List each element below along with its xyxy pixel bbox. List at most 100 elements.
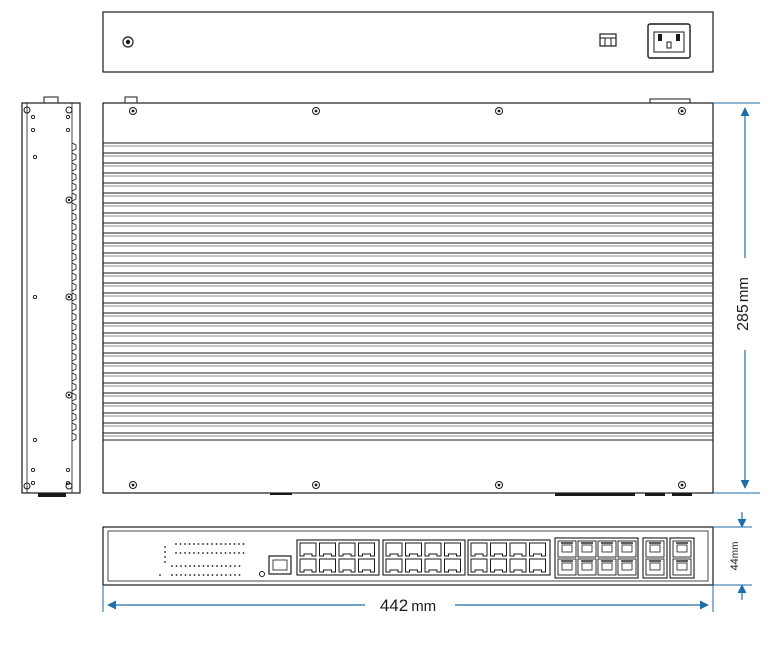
combo-sfp-port-inner [649, 544, 661, 553]
screw-icon [129, 107, 137, 115]
sfp-port-inner [621, 562, 633, 571]
status-led [197, 552, 200, 554]
screw-icon [678, 107, 686, 115]
status-led [207, 574, 209, 576]
status-led [220, 574, 223, 576]
console-port-icon [259, 555, 292, 577]
mounting-hole [32, 154, 38, 160]
rj45-port-icon [405, 558, 422, 573]
status-led [164, 546, 166, 548]
side-fin-notch [71, 192, 77, 202]
side-fin-notch [71, 392, 77, 402]
status-led [224, 543, 227, 545]
port-group-frame [382, 539, 466, 576]
status-led [159, 574, 161, 576]
sfp-port-icon [617, 558, 637, 576]
status-led [229, 565, 232, 567]
sfp-port-icon [597, 558, 617, 576]
side-screw-icon [65, 391, 73, 399]
screw-icon [678, 481, 686, 489]
status-led [193, 543, 195, 545]
mounting-hole [32, 437, 38, 443]
width-value: 442 [380, 596, 408, 615]
side-fin-notch [71, 232, 77, 242]
screw-center [314, 109, 318, 113]
status-led [206, 552, 209, 554]
side-screw-icon [65, 106, 73, 114]
status-led [179, 552, 182, 554]
status-led [198, 565, 200, 567]
port-group-frame [296, 539, 380, 576]
screw-icon [129, 481, 137, 489]
height-value: 44 [729, 558, 741, 570]
status-led [220, 565, 223, 567]
screw-center [680, 483, 684, 487]
status-led [180, 574, 182, 576]
rj45-port-icon [529, 558, 546, 573]
side-fin-notch [71, 242, 77, 252]
top-cover-screws [129, 107, 686, 489]
mounting-hole [65, 467, 71, 473]
side-fin-notch [71, 152, 77, 162]
mounting-hole [32, 294, 38, 300]
rear-panel-outline [102, 11, 714, 73]
rj45-port-icon [529, 542, 546, 557]
side-fin-notch [71, 252, 77, 262]
side-fin-profile [71, 142, 77, 442]
height-dimension: 44mm [713, 512, 752, 600]
status-led [175, 565, 178, 567]
mounting-hole [30, 480, 36, 486]
side-fin-notch [71, 372, 77, 382]
rj45-port-icon [338, 558, 356, 573]
sfp-port-icon [557, 558, 577, 576]
side-screw-icon [65, 482, 73, 490]
rj45-port-icon [358, 542, 375, 557]
status-led [175, 574, 178, 576]
power-inlet-icon [647, 23, 691, 59]
status-led [184, 543, 186, 545]
status-led [184, 565, 187, 567]
rear-view [102, 11, 714, 73]
status-led [224, 552, 227, 554]
sfp-port-icon [597, 540, 617, 558]
combo-sfp-port-inner [676, 562, 688, 571]
rj45-port-icon [444, 558, 461, 573]
side-fin-notch [71, 172, 77, 182]
screw-center [314, 483, 318, 487]
status-led [202, 543, 204, 545]
side-fin-notch [71, 302, 77, 312]
status-led [220, 543, 222, 545]
side-screw-icon [65, 293, 73, 301]
rj45-port-icon [338, 542, 356, 557]
height-unit: mm [730, 542, 741, 559]
side-panel-outline [21, 102, 81, 494]
combo-sfp-port-icon [672, 540, 692, 558]
status-led [164, 551, 166, 553]
sfp-port-icon [577, 558, 597, 576]
status-led [216, 565, 218, 567]
sfp-port-inner [561, 544, 573, 553]
status-led [184, 574, 187, 576]
side-screw-icon [65, 196, 73, 204]
front-view [102, 526, 714, 586]
side-fin-notch [71, 362, 77, 372]
status-led [206, 543, 209, 545]
svg-text:285mm: 285mm [735, 277, 752, 331]
top-view [102, 96, 714, 496]
status-led [229, 552, 231, 554]
top-panel-outline [102, 102, 714, 494]
depth-unit: mm [735, 277, 752, 302]
sfp-cage-block [554, 537, 639, 579]
rj45-port-icon [490, 558, 507, 573]
mounting-hole [30, 467, 36, 473]
side-mounting-holes [23, 106, 73, 490]
side-fin-notch [71, 162, 77, 172]
side-screw-center [67, 198, 71, 202]
side-fin-notch [71, 182, 77, 192]
status-led [164, 556, 166, 558]
combo-sfp-port-inner [676, 544, 688, 553]
rj45-port-icon [470, 542, 488, 557]
status-led [238, 565, 241, 567]
status-led [171, 574, 173, 576]
